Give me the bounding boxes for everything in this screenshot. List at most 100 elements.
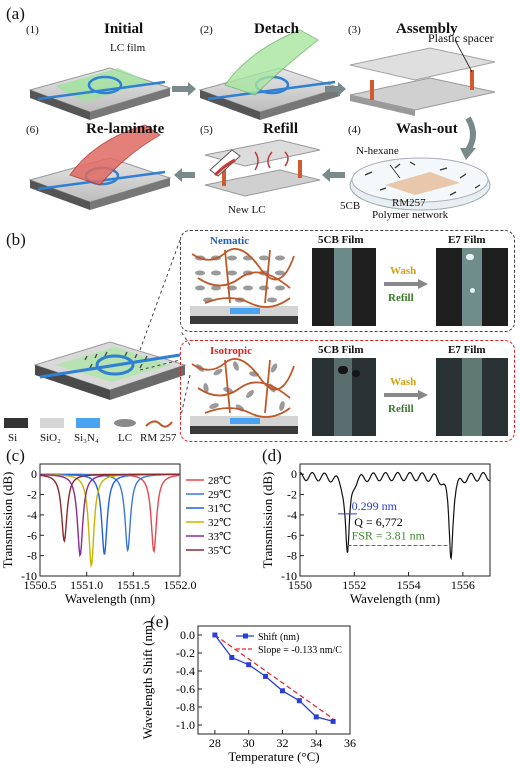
e-data-point — [246, 662, 252, 668]
c-ylabel: Transmission (dB) — [0, 472, 15, 569]
c-legend-label: 29℃ — [208, 489, 231, 501]
d-xtick-label: 1554 — [397, 578, 421, 592]
c-xlabel: Wavelength (nm) — [65, 591, 155, 606]
e-xtick-label: 28 — [209, 736, 221, 750]
step3-title: Assembly — [396, 21, 458, 37]
e-data-point — [212, 632, 218, 638]
step2-chip — [198, 29, 342, 120]
e-xtick-label: 32 — [276, 736, 288, 750]
e-fit-line — [214, 634, 334, 720]
step6-relaminate — [28, 124, 172, 210]
e-xlabel: Temperature (°C) — [228, 749, 319, 764]
c-legend-label: 33℃ — [208, 531, 231, 543]
arrows-top — [172, 82, 346, 96]
e-ytick-label: -0.6 — [176, 682, 195, 696]
c-legend-label: 28℃ — [208, 475, 231, 487]
c-frame — [39, 463, 181, 577]
c-xtick-label: 1551.0 — [70, 578, 103, 592]
nematic-arrow-icon — [384, 279, 428, 289]
panel-e-label: (e) — [150, 612, 169, 631]
step5-title: Refill — [263, 121, 298, 137]
d-ylabel: Transmission (dB) — [260, 472, 275, 569]
step4-title: Wash-out — [396, 121, 458, 137]
step1-chip — [28, 67, 172, 120]
nematic-e7-title: E7 Film — [448, 234, 486, 246]
nematic-e7-micrograph — [436, 248, 508, 326]
arrows-bottom — [174, 168, 345, 182]
step6-title: Re-laminate — [86, 121, 165, 137]
panel-c-label: (c) — [6, 446, 25, 465]
panel-b-connectors — [139, 239, 191, 421]
step2-number: (2) — [200, 24, 213, 36]
legend-si: Si — [8, 432, 18, 444]
legend-si3n4-swatch — [76, 418, 100, 428]
e-xtick-label: 34 — [310, 736, 322, 750]
isotropic-e7-title: E7 Film — [448, 344, 486, 356]
e-data-point — [229, 655, 235, 660]
d-ytick-label: -10 — [281, 569, 297, 583]
nematic-refill-label: Refill — [388, 292, 414, 304]
e-data-point — [330, 718, 336, 724]
c-ytick-label: 0 — [31, 467, 37, 481]
legend-lc-swatch — [114, 419, 136, 427]
n-hexane-label: N-hexane — [356, 145, 399, 157]
e-data-point — [296, 698, 302, 704]
d-ytick-label: -8 — [287, 549, 297, 563]
isotropic-diagram — [190, 358, 298, 434]
e-ytick-label: -1.0 — [176, 718, 195, 732]
step3-assembly — [349, 39, 496, 116]
panel-b-chip — [33, 341, 187, 400]
isotropic-label: Isotropic — [210, 345, 252, 357]
e-legend-label: Slope = -0.133 nm/C — [258, 645, 342, 656]
step3-number: (3) — [348, 24, 361, 36]
isotropic-wash-label: Wash — [390, 376, 417, 388]
e-data-point — [279, 688, 285, 694]
isotropic-refill-label: Refill — [388, 403, 414, 415]
nematic-box — [180, 230, 515, 332]
e-xtick-label: 36 — [344, 736, 356, 750]
step5-number: (5) — [200, 124, 213, 136]
isotropic-e7-micrograph — [436, 358, 508, 436]
e-legend-marker — [243, 633, 248, 639]
legend-sio2: SiO₂ — [40, 432, 61, 444]
lc-film-label: LC film — [110, 42, 146, 54]
d-ytick-label: 0 — [291, 467, 297, 481]
step1-number: (1) — [26, 24, 39, 36]
c-legend-label: 35℃ — [208, 545, 231, 557]
c-series-line — [40, 473, 180, 568]
d-ytick-label: -6 — [287, 528, 297, 542]
d-q-label: Q = 6,772 — [354, 515, 402, 529]
plastic-spacer-label: Plastic spacer — [428, 31, 494, 45]
legend-rm257-swatch — [145, 420, 173, 428]
nematic-label: Nematic — [210, 235, 250, 247]
isotropic-5cb-micrograph — [312, 358, 376, 436]
c-ytick-label: -4 — [27, 508, 37, 522]
nematic-diagram — [190, 248, 298, 324]
nematic-5cb-title: 5CB Film — [318, 234, 364, 246]
d-spectrum-line — [299, 471, 491, 561]
isotropic-box — [180, 340, 515, 442]
e-data-line — [214, 634, 334, 723]
c-legend-label: 31℃ — [208, 503, 231, 515]
c-xtick-label: 1550.5 — [24, 578, 57, 592]
d-fsr-label: FSR = 3.81 nm — [352, 528, 426, 542]
e-data-point — [313, 714, 319, 720]
c-xtick-label: 1552.0 — [164, 578, 197, 592]
d-ytick-label: -2 — [287, 488, 297, 502]
nematic-wash-label: Wash — [390, 265, 417, 277]
legend-sio2-swatch — [40, 418, 64, 428]
step5-refill — [204, 139, 321, 197]
arrow-down — [465, 116, 476, 152]
d-fwhm-label: 0.299 nm — [352, 499, 398, 513]
panel-d-label: (d) — [262, 446, 282, 465]
c-xtick-label: 1551.5 — [117, 578, 150, 592]
c-ytick-label: -2 — [27, 488, 37, 502]
c-ytick-label: -8 — [27, 549, 37, 563]
e-data-point — [263, 673, 269, 679]
legend-si3n4: Si₃N₄ — [74, 432, 99, 444]
material-legend: Si SiO₂ Si₃N₄ LC RM 257 — [4, 418, 180, 448]
step1-title: Initial — [104, 21, 144, 37]
d-ytick-label: -4 — [287, 508, 297, 522]
